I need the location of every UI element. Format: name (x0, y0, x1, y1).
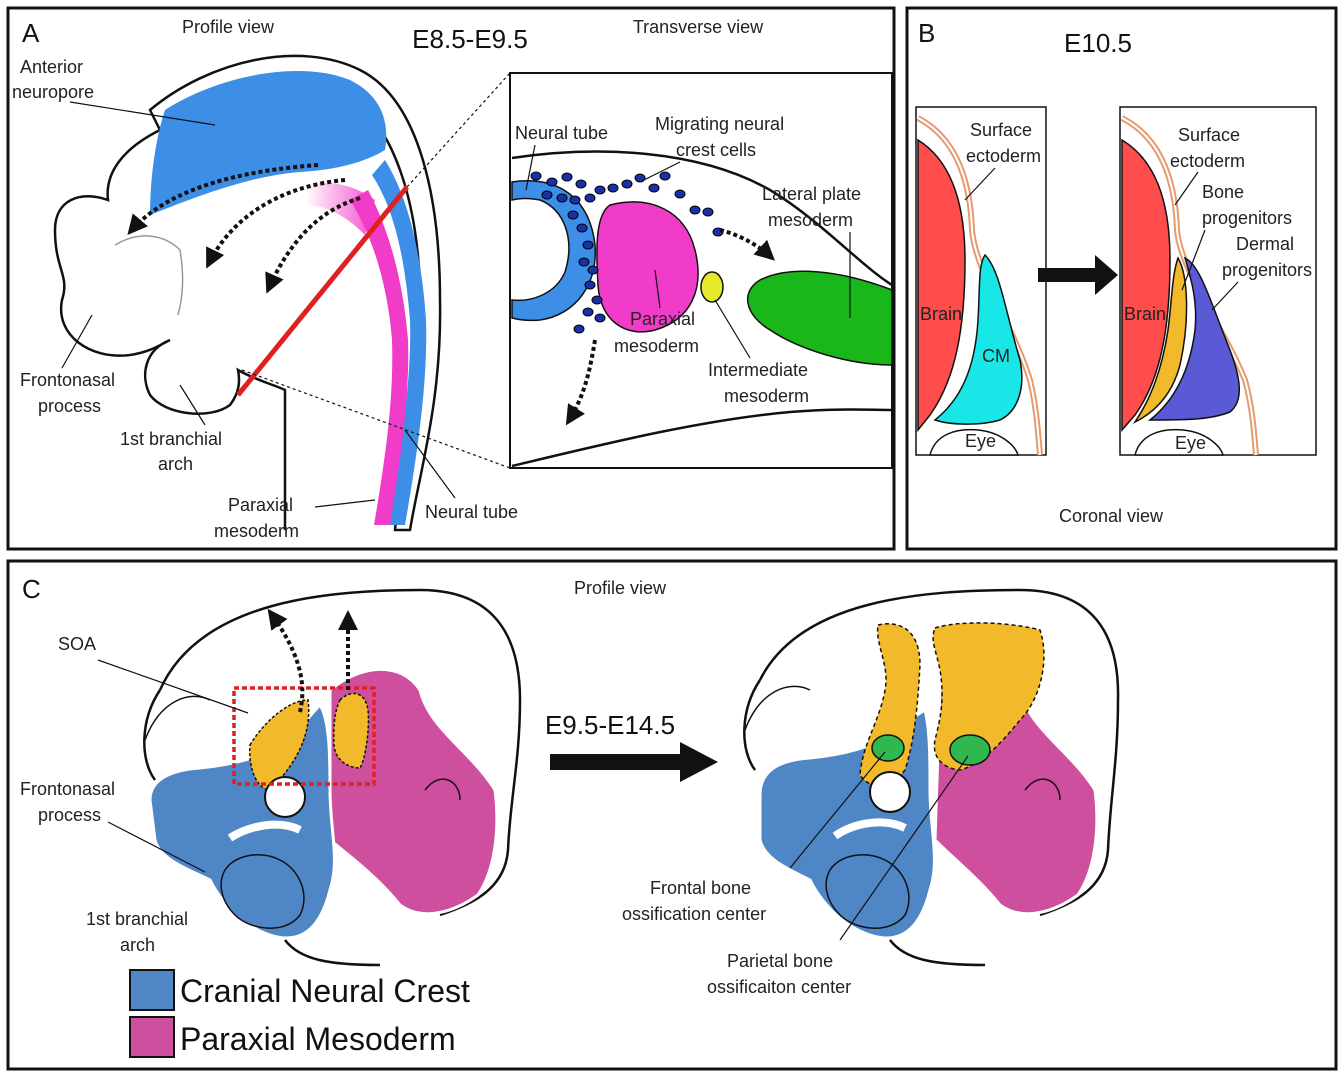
c-label-frontonasal-1: Frontonasal (20, 779, 115, 799)
inset-label-intermediate-2: mesoderm (724, 386, 809, 406)
head-c-right (744, 590, 1118, 965)
inset-label-lateral-2: mesoderm (768, 210, 853, 230)
head-c-left (144, 590, 520, 965)
inset-label-migrating-2: crest cells (676, 140, 756, 160)
inset-label-paraxial-2: mesoderm (614, 336, 699, 356)
parietal-ossification-center (950, 735, 990, 765)
inset-label-lateral-1: Lateral plate (762, 184, 861, 204)
label-anterior-neuropore-1: Anterior (20, 57, 83, 77)
panel-c-letter: C (22, 574, 41, 604)
legend-swatch-paraxial (130, 1017, 174, 1057)
b-left-brain: Brain (920, 304, 962, 324)
b-right-eye: Eye (1175, 433, 1206, 453)
label-neural-tube: Neural tube (425, 502, 518, 522)
inset-label-neural-tube: Neural tube (515, 123, 608, 143)
c-label-parietal-1: Parietal bone (727, 951, 833, 971)
label-branchial-1: 1st branchial (120, 429, 222, 449)
head-gray-line (115, 236, 183, 315)
b-transition-arrow (1038, 255, 1118, 295)
panel-a-transverse-view: Transverse view (633, 17, 764, 37)
leader-branchial (180, 385, 205, 425)
c-label-branchial-1: 1st branchial (86, 909, 188, 929)
label-frontonasal-2: process (38, 396, 101, 416)
c-transition-arrow (550, 742, 718, 782)
panel-b-letter: B (918, 18, 935, 48)
b-right-bone-2: progenitors (1202, 208, 1292, 228)
b-right-bone-1: Bone (1202, 182, 1244, 202)
embryo-profile (55, 56, 510, 530)
label-paraxial-2: mesoderm (214, 521, 299, 541)
b-coronal-view: Coronal view (1059, 506, 1164, 526)
b-left-surface-2: ectoderm (966, 146, 1041, 166)
inset-label-intermediate-1: Intermediate (708, 360, 808, 380)
b-left-surface-1: Surface (970, 120, 1032, 140)
panel-a-stage: E8.5-E9.5 (412, 24, 528, 54)
paraxial-mesoderm-fade (305, 183, 375, 235)
inset-label-paraxial-1: Paraxial (630, 309, 695, 329)
soa-right-bone (334, 693, 369, 768)
frontal-ossification-center (872, 735, 904, 761)
b-right-brain: Brain (1124, 304, 1166, 324)
inset-label-migrating-1: Migrating neural (655, 114, 784, 134)
b-left-cm: CM (982, 346, 1010, 366)
panel-c-profile-view: Profile view (574, 578, 667, 598)
label-paraxial-1: Paraxial (228, 495, 293, 515)
c-label-branchial-2: arch (120, 935, 155, 955)
b-right-surface-2: ectoderm (1170, 151, 1245, 171)
legend-swatch-neural-crest (130, 970, 174, 1010)
c-stage: E9.5-E14.5 (545, 710, 675, 740)
inset-intermediate-mesoderm (701, 272, 723, 302)
label-frontonasal-1: Frontonasal (20, 370, 115, 390)
b-right-dermal-2: progenitors (1222, 260, 1312, 280)
b-left-eye: Eye (965, 431, 996, 451)
panel-a-letter: A (22, 18, 40, 48)
c-label-frontal-2: ossification center (622, 904, 766, 924)
legend-label-neural-crest: Cranial Neural Crest (180, 973, 470, 1009)
c-label-frontal-1: Frontal bone (650, 878, 751, 898)
label-branchial-2: arch (158, 454, 193, 474)
legend-label-paraxial: Paraxial Mesoderm (180, 1021, 456, 1057)
panel-a-profile-view: Profile view (182, 17, 275, 37)
eye-c-right (870, 772, 910, 812)
soa-arrow-1 (270, 612, 302, 712)
leader-paraxial (315, 500, 375, 507)
projection-line-bottom (242, 370, 510, 468)
panel-b-stage: E10.5 (1064, 28, 1132, 58)
c-label-parietal-2: ossificaiton center (707, 977, 851, 997)
leader-frontonasal (62, 315, 92, 368)
b-right-dermal-1: Dermal (1236, 234, 1294, 254)
label-anterior-neuropore-2: neuropore (12, 82, 94, 102)
b-right-surface-1: Surface (1178, 125, 1240, 145)
legend: Cranial Neural Crest Paraxial Mesoderm (130, 970, 470, 1057)
c-label-frontonasal-2: process (38, 805, 101, 825)
c-label-soa: SOA (58, 634, 96, 654)
